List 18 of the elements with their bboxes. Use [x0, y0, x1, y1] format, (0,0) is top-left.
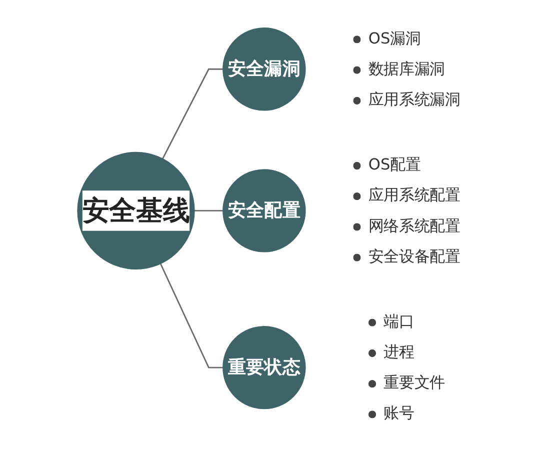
node-circle: 重要状态: [223, 325, 306, 409]
connector: [194, 209, 224, 211]
list-item: 重要文件: [384, 372, 446, 391]
list-item: 应用系统配置: [368, 185, 461, 204]
list-item: 网络系统配置: [368, 216, 461, 234]
list-item: 数据库漏洞: [368, 59, 446, 78]
connector: [160, 262, 224, 368]
node-circle: 安全漏洞: [223, 27, 306, 110]
list-item: 安全设备配置: [368, 246, 461, 265]
list-item: OS漏洞: [368, 28, 422, 47]
list-item: 端口: [384, 312, 415, 330]
connector: [162, 68, 224, 159]
list-item: 进程: [384, 342, 415, 360]
node-circle: 安全基线: [78, 151, 196, 270]
node-circle: 安全配置: [223, 168, 306, 252]
list-item: 应用系统漏洞: [368, 90, 461, 108]
list-item: OS配置: [368, 154, 422, 173]
list-item: 账号: [384, 403, 415, 422]
